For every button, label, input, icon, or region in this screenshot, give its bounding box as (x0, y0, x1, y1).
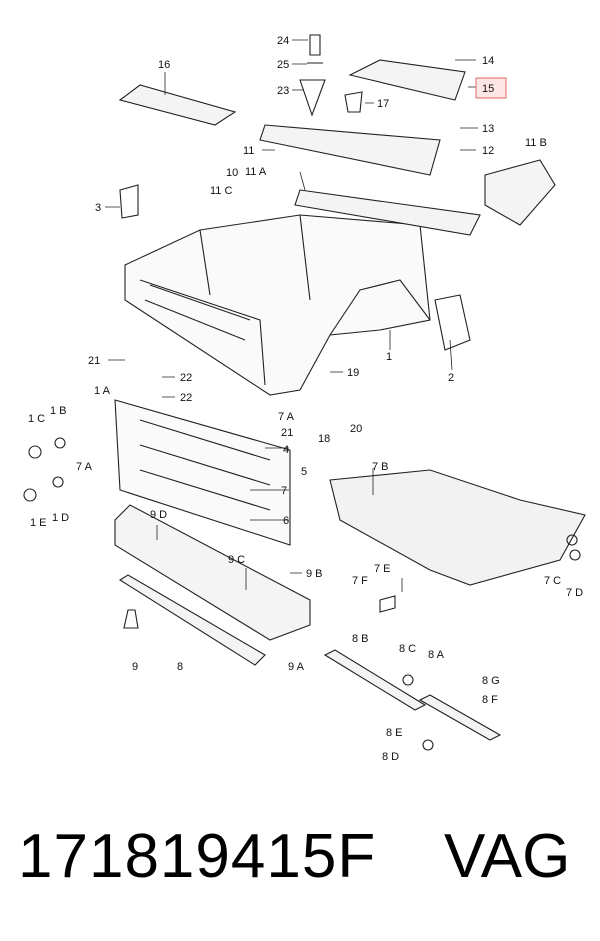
callout-22b: 22 (180, 392, 192, 404)
callout-20: 20 (350, 423, 362, 435)
callout-9c: 9 C (228, 554, 245, 566)
exploded-parts-diagram: 24 25 23 16 14 15 17 13 12 11 11 B 11 A … (23, 34, 586, 763)
callout-7a: 7 A (278, 411, 295, 423)
callout-7e: 7 E (374, 563, 391, 575)
front-body-shell (124, 214, 431, 396)
callout-1d: 1 D (52, 512, 69, 524)
callout-11b: 11 B (525, 137, 547, 149)
callout-7a-left: 7 A (76, 461, 93, 473)
callout-9b: 9 B (306, 568, 323, 580)
callout-9a: 9 A (288, 661, 305, 673)
callout-14: 14 (482, 55, 494, 67)
callout-5: 5 (301, 466, 307, 478)
bumper-9a (114, 504, 311, 641)
callout-8a: 8 A (428, 649, 445, 661)
callout-15: 15 (482, 83, 494, 95)
callout-2: 2 (448, 372, 454, 384)
callout-6: 6 (283, 515, 289, 527)
callout-8c: 8 C (399, 643, 416, 655)
callout-18: 18 (318, 433, 330, 445)
highlight-callout-box (475, 77, 507, 99)
callout-1b: 1 B (50, 405, 67, 417)
callout-19: 19 (347, 367, 359, 379)
callout-10: 10 (226, 167, 238, 179)
part-number: 171819415F (18, 822, 377, 891)
callout-24: 24 (277, 35, 289, 47)
callout-7: 7 (281, 485, 287, 497)
callout-1c: 1 C (28, 413, 45, 425)
callout-8e: 8 E (386, 727, 403, 739)
callout-23: 23 (277, 85, 289, 97)
cowl-panel (259, 124, 441, 176)
callout-3: 3 (95, 202, 101, 214)
callout-11a: 11 A (245, 166, 267, 178)
panel-15 (348, 59, 466, 101)
callout-13: 13 (482, 123, 494, 135)
callout-8: 8 (177, 661, 183, 673)
callout-11c: 11 C (210, 185, 232, 197)
callout-9d: 9 D (150, 509, 167, 521)
callout-21: 21 (88, 355, 100, 367)
callout-7c: 7 C (544, 575, 561, 587)
bracket-11b (484, 159, 556, 226)
callout-4: 4 (283, 444, 289, 456)
callout-1e: 1 E (30, 517, 47, 529)
callout-17: 17 (377, 98, 389, 110)
callout-8d: 8 D (382, 751, 399, 763)
callout-16: 16 (158, 59, 170, 71)
callout-8g: 8 G (482, 675, 500, 687)
brand-label: VAG (444, 822, 571, 891)
callout-7f: 7 F (352, 575, 368, 587)
callout-1: 1 (386, 351, 392, 363)
callout-9: 9 (132, 661, 138, 673)
callout-21b: 21 (281, 427, 293, 439)
callout-22a: 22 (180, 372, 192, 384)
radiator-support (114, 399, 291, 546)
rail-10 (294, 189, 481, 236)
callout-7d: 7 D (566, 587, 583, 599)
callout-12: 12 (482, 145, 494, 157)
callout-8b: 8 B (352, 633, 369, 645)
callout-11: 11 (243, 145, 254, 157)
trim-strip-8 (118, 574, 266, 666)
callout-7b: 7 B (372, 461, 389, 473)
callout-1a: 1 A (94, 385, 111, 397)
panel-16 (118, 84, 237, 126)
callout-25: 25 (277, 59, 289, 71)
floor-pan (329, 469, 586, 586)
callout-8f: 8 F (482, 694, 498, 706)
